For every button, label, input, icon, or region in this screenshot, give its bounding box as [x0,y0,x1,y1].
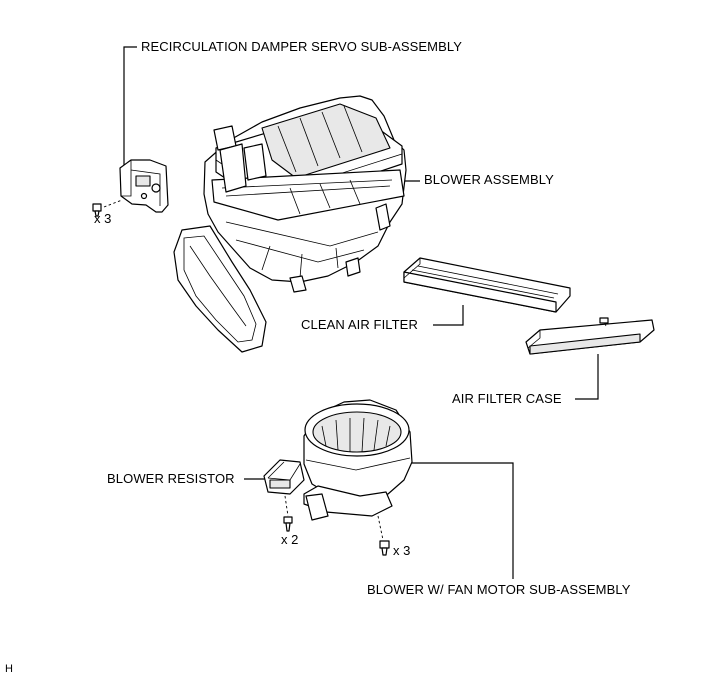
qty-servo-screws: x 3 [94,211,112,226]
label-blower-assembly: BLOWER ASSEMBLY [424,172,554,187]
corner-code: H [5,663,13,675]
qty-resistor-screws: x 2 [281,532,299,547]
label-recirculation-damper-servo: RECIRCULATION DAMPER SERVO SUB-ASSEMBLY [141,39,463,54]
leader-blower-fan-motor [412,462,514,579]
blower-resistor-drawing [263,459,305,517]
clean-air-filter-drawing [403,257,571,313]
resistor-screw-icon [283,516,293,532]
motor-screw-icon [379,540,390,556]
leader-air-filter-case [575,354,599,400]
qty-motor-screws: x 3 [393,543,411,558]
air-filter-case-drawing [525,317,655,355]
label-blower-fan-motor: BLOWER W/ FAN MOTOR SUB-ASSEMBLY [367,582,631,597]
label-air-filter-case: AIR FILTER CASE [452,391,562,406]
leader-clean-air-filter [433,305,464,326]
recirculation-servo-drawing [103,159,169,213]
blower-fan-motor-drawing [303,399,413,541]
blower-assembly-drawing [173,95,407,353]
label-clean-air-filter: CLEAN AIR FILTER [301,317,418,332]
servo-screw-icon [92,203,102,217]
leader-lines [123,46,599,579]
label-blower-resistor: BLOWER RESISTOR [107,471,235,486]
leader-recirculation-servo [123,46,137,168]
